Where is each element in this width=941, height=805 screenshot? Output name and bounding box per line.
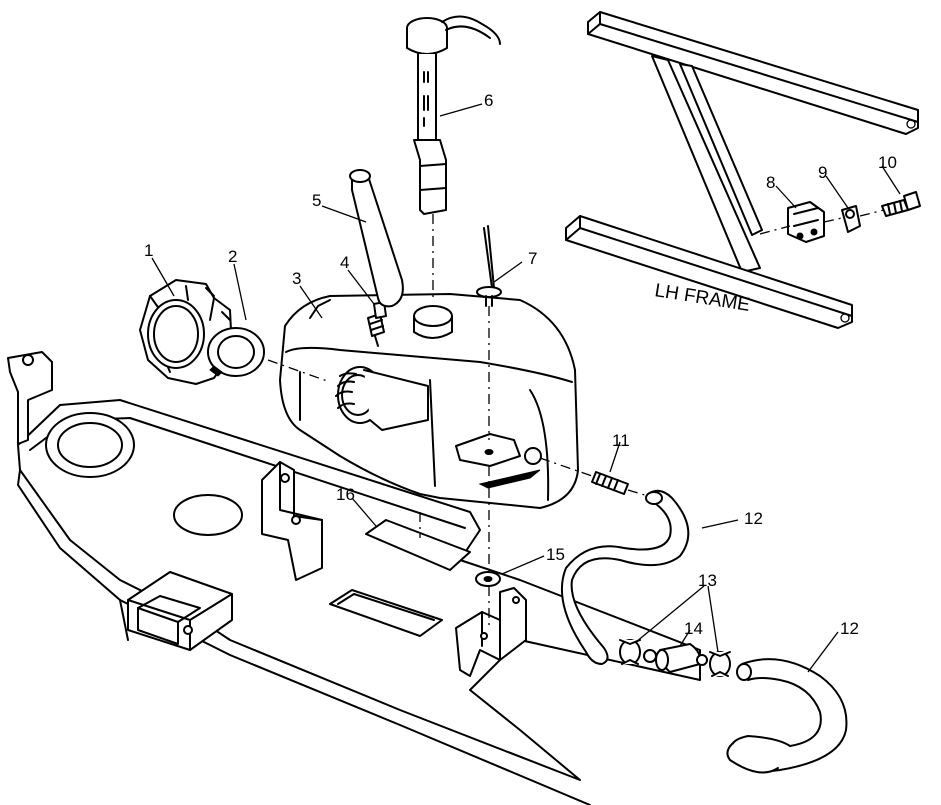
mount-rod-7 [476, 225, 502, 307]
hose-fitting-11 [591, 471, 629, 495]
callout-14: 14 [684, 619, 703, 638]
tank-filler-neck [335, 366, 429, 431]
frame-tray [7, 351, 701, 805]
fuel-filter-14 [643, 643, 708, 673]
callout-11: 11 [612, 431, 630, 450]
vent-hose-5 [349, 169, 404, 308]
fuel-hose-12-lower [726, 658, 848, 774]
washer-15 [475, 571, 501, 587]
hose-clamp-13b [709, 651, 731, 677]
callout-labels: 1 2 3 4 5 6 7 8 9 10 11 12 12 13 14 15 1… [144, 91, 897, 638]
lh-frame: LH FRAME [565, 11, 919, 329]
pad-16 [365, 519, 471, 571]
callout-12-upper: 12 [744, 509, 763, 528]
frame-bolt-10 [881, 191, 921, 217]
callout-4: 4 [340, 253, 349, 272]
callout-1: 1 [144, 241, 153, 260]
callout-9: 9 [818, 163, 827, 182]
frame-bracket-8 [787, 201, 825, 243]
fuel-hose-12-upper [560, 489, 690, 665]
hose-clamp-13a [619, 639, 641, 665]
gasket-2 [207, 327, 265, 377]
callout-15: 15 [546, 545, 565, 564]
callout-13: 13 [698, 571, 717, 590]
callout-12-lower: 12 [840, 619, 859, 638]
sender-port [413, 305, 453, 339]
frame-clip-9 [841, 205, 861, 233]
callout-16: 16 [336, 485, 355, 504]
leader-lines [151, 103, 901, 673]
callout-10: 10 [878, 153, 897, 172]
callout-2: 2 [228, 247, 237, 266]
callout-5: 5 [312, 191, 321, 210]
callout-3: 3 [292, 269, 301, 288]
callout-6: 6 [484, 91, 493, 110]
fuel-sender-6 [406, 15, 501, 215]
callout-7: 7 [528, 249, 537, 268]
callout-8: 8 [766, 173, 775, 192]
